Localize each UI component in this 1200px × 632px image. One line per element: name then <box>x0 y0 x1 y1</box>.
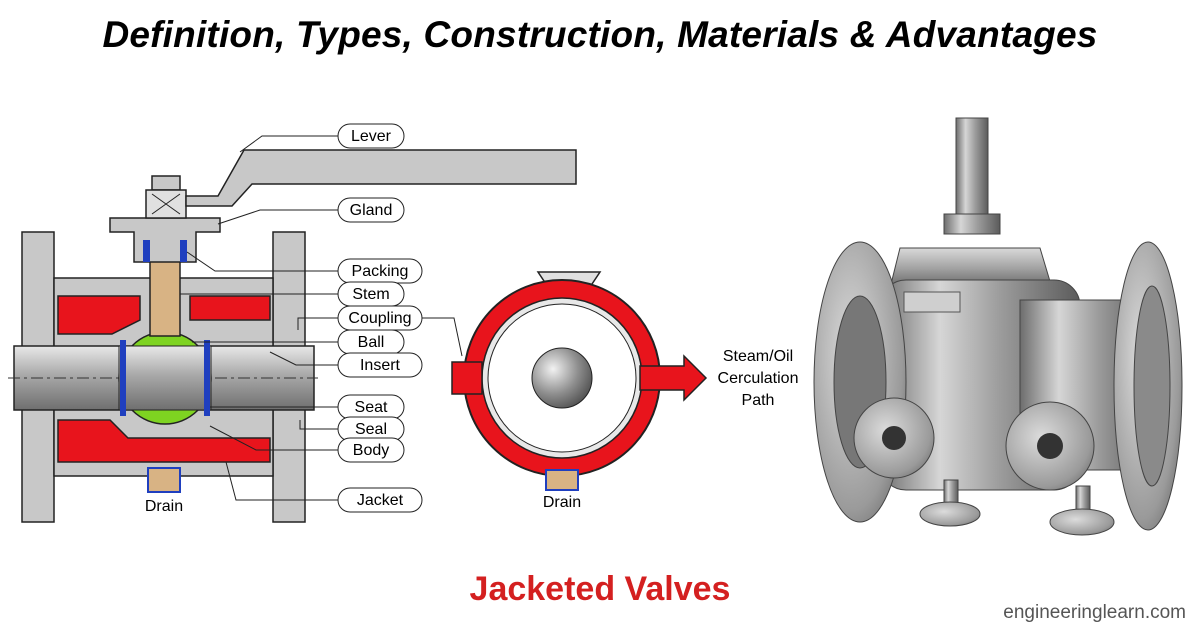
callout-insert: Insert <box>269 351 423 378</box>
drain-mid <box>545 469 579 491</box>
flow-label-2: Cerculation <box>718 370 799 387</box>
drain-label-left: Drain <box>145 498 183 515</box>
stem-nut <box>151 175 181 191</box>
svg-text:Seat: Seat <box>355 399 388 416</box>
lever <box>185 149 577 207</box>
seat-right <box>204 340 210 416</box>
seat-left <box>120 340 126 416</box>
callout-ball: Ball <box>192 329 405 355</box>
upper-jacket-right <box>189 295 271 321</box>
cross-section-view <box>422 271 708 491</box>
drain-left <box>147 467 181 493</box>
callout-stem: Stem <box>180 281 405 307</box>
drain-label-mid: Drain <box>543 494 581 511</box>
callout-gland: Gland <box>217 197 405 225</box>
flow-label-1: Steam/Oil <box>723 348 793 365</box>
svg-text:Coupling: Coupling <box>348 310 411 327</box>
callout-seat: Seat <box>210 394 405 420</box>
svg-text:Lever: Lever <box>351 128 392 145</box>
callout-seal: Seal <box>299 416 405 442</box>
callouts: Lever Gland Packing Stem Coupling Ball <box>180 123 423 513</box>
cross-ball <box>531 347 593 409</box>
brand-credit: engineeringlearn.com <box>1003 602 1186 623</box>
packing <box>143 240 150 262</box>
svg-text:Insert: Insert <box>360 357 401 374</box>
callout-jacket: Jacket <box>225 461 423 513</box>
svg-text:Stem: Stem <box>352 286 389 303</box>
page-title: Definition, Types, Construction, Materia… <box>102 14 1098 55</box>
svg-text:Jacket: Jacket <box>357 492 404 509</box>
svg-text:Gland: Gland <box>350 202 393 219</box>
callout-body: Body <box>209 425 405 463</box>
jacketed-valve-photo <box>813 117 1183 536</box>
lower-jacket <box>57 419 271 463</box>
diagram-caption: Jacketed Valves <box>469 570 731 608</box>
svg-text:Seal: Seal <box>355 421 387 438</box>
gland <box>109 217 221 263</box>
callout-lever: Lever <box>239 123 405 153</box>
callout-coupling: Coupling <box>297 305 423 331</box>
flow-label-3: Path <box>742 392 775 409</box>
svg-text:Ball: Ball <box>358 334 385 351</box>
svg-text:Packing: Packing <box>352 263 409 280</box>
upper-jacket <box>57 295 141 335</box>
section-view <box>8 149 577 523</box>
flow-arrow <box>639 354 708 402</box>
svg-text:Body: Body <box>353 442 389 459</box>
